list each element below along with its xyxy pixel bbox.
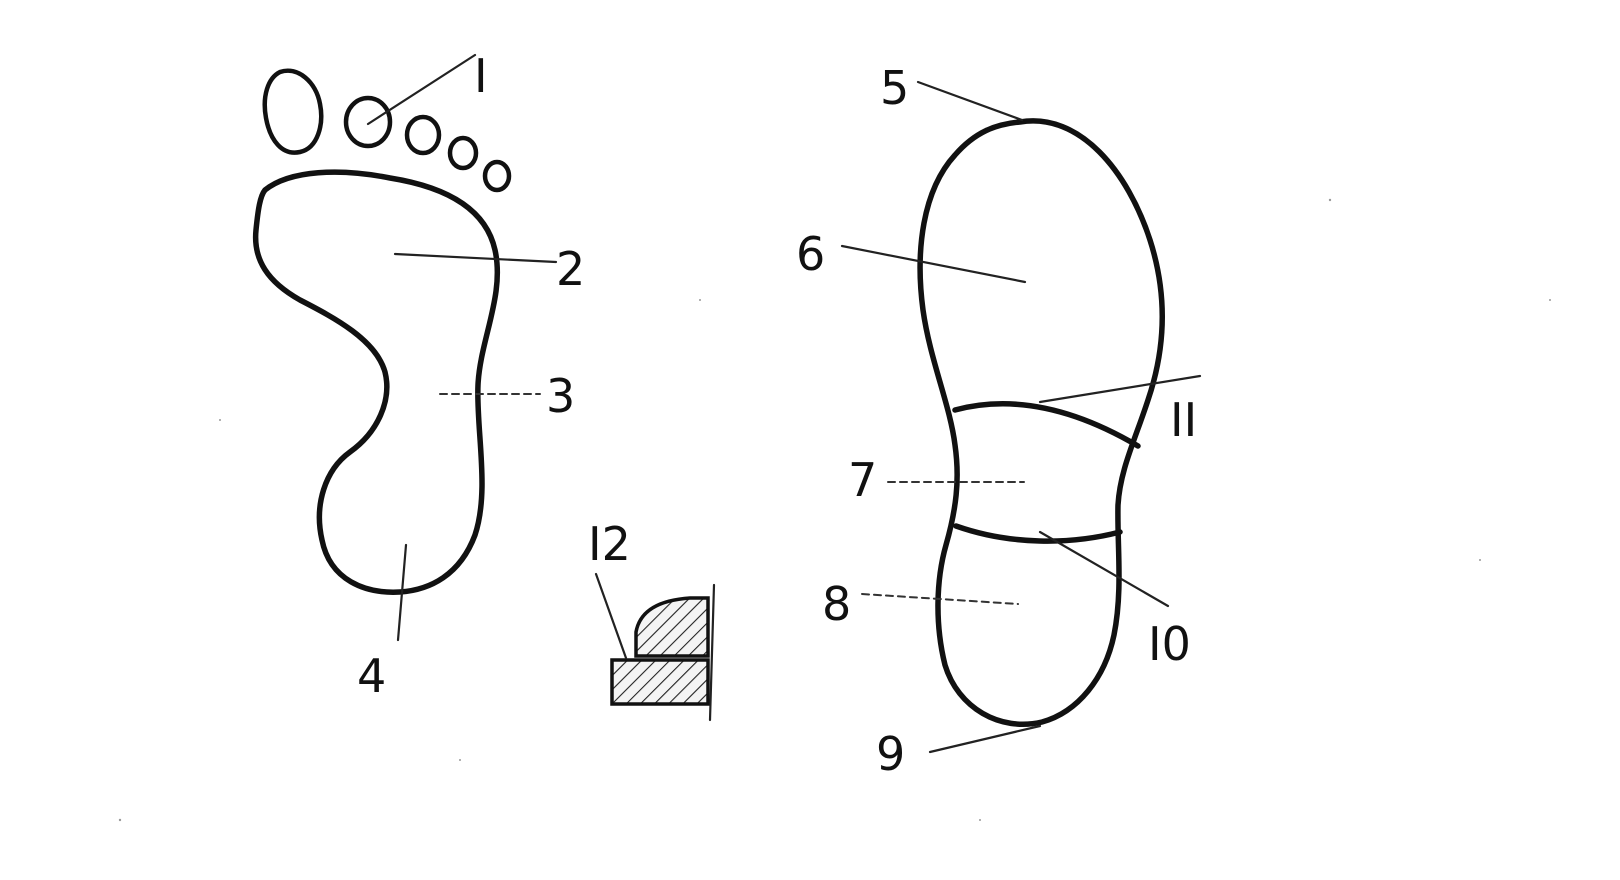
label-11: II (1170, 393, 1197, 447)
leader-2 (393, 252, 558, 264)
toe-print-2 (343, 95, 393, 149)
label-3: 3 (546, 369, 575, 423)
heel-cross-section (594, 572, 716, 722)
label-6: 6 (796, 227, 825, 281)
label-8: 8 (822, 577, 851, 631)
leader-8 (861, 593, 1019, 605)
label-2: 2 (556, 242, 585, 296)
footprint-outline (252, 169, 501, 595)
label-7: 7 (848, 453, 877, 507)
leader-10 (1038, 530, 1170, 608)
leader-1 (366, 53, 477, 126)
leader-9 (928, 724, 1042, 754)
toe-print-3 (404, 114, 442, 156)
label-12: I2 (588, 517, 631, 571)
insole-outline (917, 118, 1165, 727)
toe-print-4 (447, 135, 479, 171)
insole-divider-upper (952, 401, 1141, 449)
paper-specks (118, 198, 1551, 822)
leader-12 (594, 572, 628, 660)
heel-back-line (708, 583, 716, 722)
footprint (252, 53, 558, 642)
insole-divider-lower (953, 523, 1123, 544)
numbers: I 2 3 4 5 6 7 8 9 I0 II I2 (357, 49, 1197, 781)
label-9: 9 (876, 727, 905, 781)
big-toe-print (262, 68, 324, 155)
heel-base (610, 658, 710, 706)
leader-4 (396, 543, 408, 642)
leader-11 (1038, 374, 1202, 404)
leader-6 (840, 244, 1027, 284)
label-4: 4 (357, 649, 386, 703)
heel-cap (634, 596, 710, 658)
insole (840, 80, 1202, 754)
label-5: 5 (880, 61, 909, 115)
label-10: I0 (1148, 617, 1191, 671)
leader-5 (916, 80, 1024, 122)
label-1: I (474, 49, 488, 103)
toe-print-5 (482, 159, 512, 193)
